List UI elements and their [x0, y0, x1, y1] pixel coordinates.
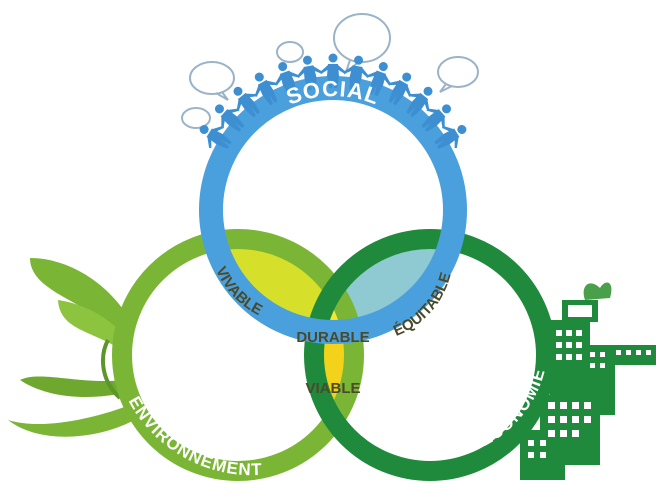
- durable-label: DURABLE: [296, 329, 369, 346]
- leaf-icon: [8, 258, 138, 437]
- person-figure: [388, 72, 412, 106]
- person-figure: [320, 53, 346, 88]
- person-figure: [296, 55, 323, 91]
- person-figure: [275, 62, 300, 97]
- viable-label: VIABLE: [305, 380, 360, 397]
- buildings-icon: [520, 282, 656, 480]
- environnement-ring: [112, 229, 364, 481]
- people-chain-icon: [199, 53, 467, 149]
- person-figure: [254, 72, 278, 106]
- person-figure: [366, 62, 391, 97]
- person-figure: [434, 125, 467, 149]
- social-ring: [199, 76, 467, 344]
- person-figure: [343, 55, 370, 91]
- economie-ring: [304, 229, 556, 481]
- intersection-zones: [199, 230, 467, 480]
